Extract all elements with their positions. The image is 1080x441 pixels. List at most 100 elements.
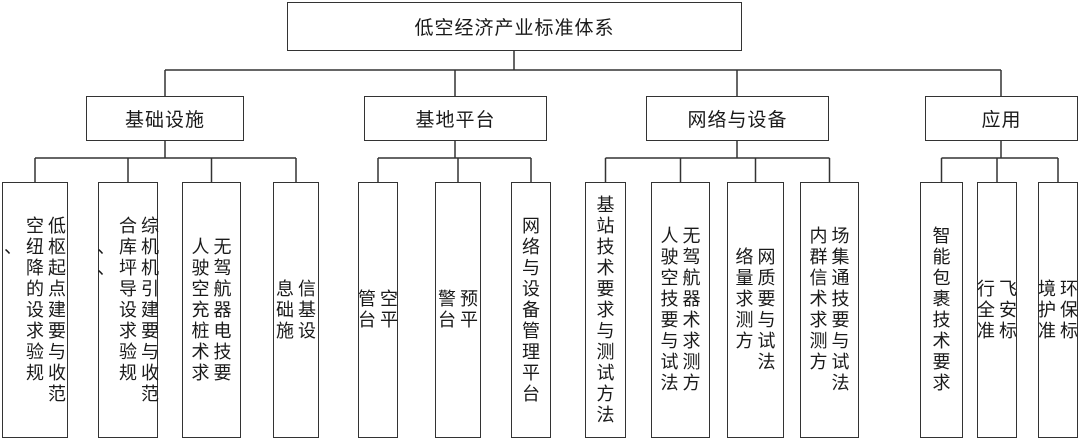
leaf-text: 飞安标行全准 — [976, 279, 1019, 342]
text-glyph: 络 — [735, 247, 754, 268]
text-glyph: 测 — [735, 310, 754, 331]
text-glyph: 平 — [522, 362, 540, 384]
leaf-text: 无驾航器电技要人驶空充桩术求 — [190, 237, 233, 384]
text-glyph: 保 — [1060, 299, 1078, 321]
text-glyph: 驶 — [660, 247, 679, 268]
text-glyph: 集 — [831, 247, 850, 268]
text-column: 内群信术求测方 — [808, 226, 829, 394]
text-glyph: 降 — [26, 257, 44, 279]
text-glyph: 枢 — [48, 236, 66, 258]
text-glyph: 机 — [141, 257, 159, 279]
text-glyph: 警 — [438, 289, 456, 310]
text-column: 场集通技要与试法 — [830, 226, 851, 394]
text-glyph: 人 — [660, 226, 679, 247]
text-glyph: 人 — [191, 236, 210, 258]
leaf-text: 场集通技要与试法内群信术求测方 — [808, 226, 851, 394]
text-glyph: 要 — [831, 310, 850, 331]
text-glyph: 基 — [596, 194, 615, 216]
text-glyph: 施 — [276, 320, 294, 342]
text-glyph: 验 — [26, 341, 44, 363]
text-glyph: 空 — [380, 289, 398, 310]
text-column: 综机机引建要与收范 — [140, 216, 161, 405]
text-glyph: 护 — [1038, 299, 1056, 321]
text-glyph: 技 — [660, 289, 679, 310]
text-glyph: 方 — [682, 373, 701, 394]
text-glyph: 要 — [48, 320, 66, 342]
leaf-node: 网络与设备管理平台 — [511, 182, 551, 438]
leaf-text: 网质要与试法络量求测方 — [734, 247, 777, 373]
category-node-base-platform: 基地平台 — [364, 96, 547, 141]
text-glyph: 标 — [1060, 320, 1078, 342]
text-column: 合库坪导设求验规 — [118, 216, 139, 405]
text-glyph: 技 — [213, 341, 232, 363]
text-glyph: 设 — [26, 299, 44, 321]
text-column: 智能包裹技术要求 — [931, 226, 952, 394]
text-glyph: 要 — [596, 278, 615, 300]
text-glyph: 能 — [932, 247, 951, 268]
text-column: 飞安标 — [998, 279, 1019, 342]
text-glyph: 平 — [380, 310, 398, 331]
text-glyph: 收 — [141, 362, 159, 384]
text-glyph: 站 — [596, 215, 615, 237]
text-glyph: 桩 — [191, 320, 210, 342]
text-glyph: 、 — [97, 257, 115, 279]
text-glyph: 方 — [809, 352, 828, 373]
text-glyph: 场 — [831, 226, 850, 247]
text-glyph: 无 — [682, 226, 701, 247]
text-glyph: 设 — [119, 299, 137, 321]
text-glyph: 求 — [735, 289, 754, 310]
text-glyph: 设 — [522, 278, 540, 300]
text-glyph: 设 — [298, 320, 316, 342]
text-glyph: 引 — [141, 278, 159, 300]
text-glyph: 航 — [213, 278, 232, 300]
leaf-node: 环保标境护准 — [1038, 182, 1078, 438]
text-glyph: 管 — [522, 320, 540, 342]
text-glyph: 理 — [522, 341, 540, 363]
text-glyph: 测 — [596, 341, 615, 363]
text-glyph: 通 — [831, 268, 850, 289]
text-glyph: 术 — [809, 289, 828, 310]
text-glyph: 信 — [809, 268, 828, 289]
text-glyph: 包 — [932, 268, 951, 289]
root-node-label: 低空经济产业标准体系 — [414, 17, 615, 39]
text-glyph: 求 — [682, 331, 701, 352]
text-glyph: 起 — [48, 257, 66, 279]
leaf-node: 信基设息础施 — [273, 182, 319, 438]
text-column: 、、 — [96, 216, 117, 405]
text-glyph: 验 — [119, 341, 137, 363]
text-glyph: 与 — [141, 341, 159, 363]
text-glyph: 法 — [831, 373, 850, 394]
text-glyph: 行 — [977, 278, 995, 300]
text-glyph: 充 — [191, 299, 210, 321]
text-glyph: 与 — [48, 341, 66, 363]
leaf-text: 网络与设备管理平台 — [521, 216, 542, 405]
leaf-node: 网质要与试法络量求测方 — [727, 182, 784, 438]
text-glyph: 络 — [522, 236, 540, 258]
leaf-text: 环保标境护准 — [1037, 279, 1080, 342]
text-glyph: 机 — [141, 236, 159, 258]
text-glyph: 准 — [977, 320, 995, 342]
text-glyph: 方 — [596, 383, 615, 405]
text-glyph: 合 — [119, 215, 137, 237]
category-node-network-equipment: 网络与设备 — [646, 96, 829, 141]
text-glyph: 建 — [141, 299, 159, 321]
leaf-text: 智能包裹技术要求 — [931, 226, 952, 394]
text-glyph: 测 — [809, 331, 828, 352]
text-glyph: 术 — [682, 310, 701, 331]
text-glyph: 、 — [4, 236, 22, 258]
text-glyph: 低 — [48, 215, 66, 237]
text-glyph: 驶 — [191, 257, 210, 279]
text-column: 基站技术要求与测试方法 — [595, 195, 616, 426]
text-glyph: 基 — [298, 299, 316, 321]
leaf-node: 综机机引建要与收范合库坪导设求验规、、 — [96, 182, 161, 438]
text-glyph: 器 — [213, 299, 232, 321]
text-glyph: 方 — [735, 331, 754, 352]
text-glyph: 备 — [522, 299, 540, 321]
text-glyph: 信 — [298, 278, 316, 300]
text-column: 警台 — [437, 289, 458, 331]
text-glyph: 质 — [757, 268, 776, 289]
leaf-text: 预平警台 — [437, 289, 480, 331]
text-glyph: 网 — [757, 247, 776, 268]
text-glyph: 坪 — [119, 257, 137, 279]
category-label: 应用 — [981, 109, 1022, 131]
